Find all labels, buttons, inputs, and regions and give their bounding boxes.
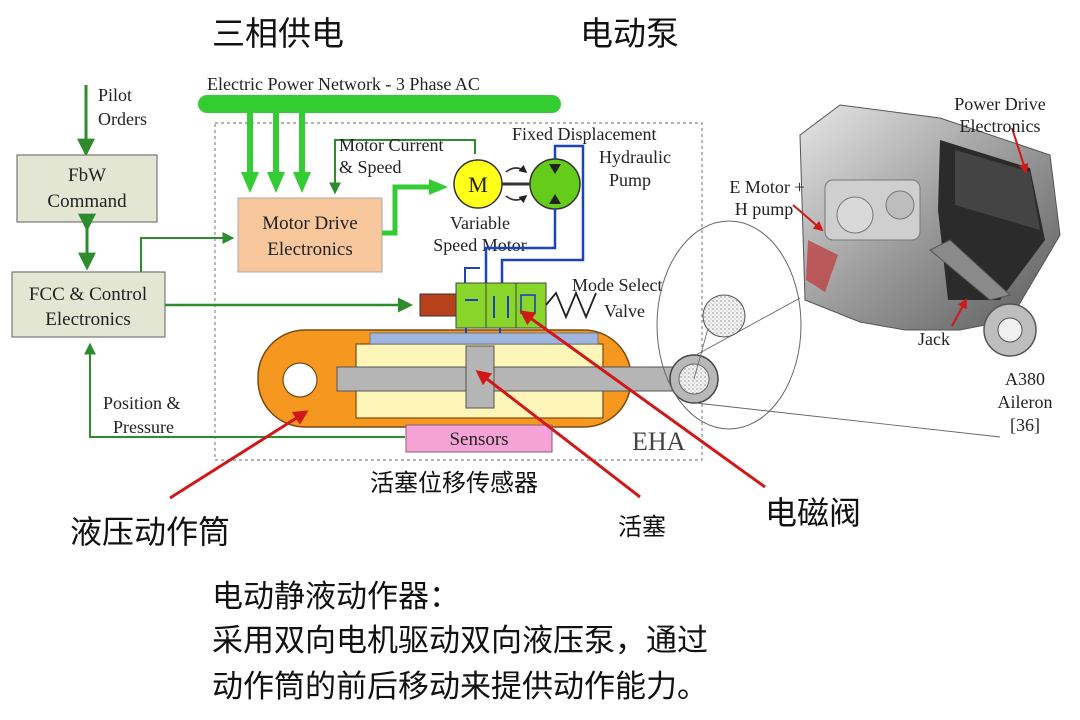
jack-pointer bbox=[951, 298, 967, 327]
sensors-label: Sensors bbox=[449, 429, 508, 450]
photo-caption-line2: Aileron bbox=[998, 392, 1053, 412]
drive-to-motor bbox=[382, 184, 430, 236]
mode-select-line2: Valve bbox=[604, 301, 645, 321]
piston-rod bbox=[336, 366, 684, 392]
photo-e-motor-line1: E Motor + bbox=[729, 177, 804, 197]
power-bus bbox=[198, 95, 561, 113]
photo-jack: Jack bbox=[918, 329, 950, 349]
e-motor-pointer bbox=[792, 204, 824, 232]
zoom-bearing bbox=[702, 294, 746, 338]
mode-select-valve bbox=[455, 282, 547, 329]
motor-symbol: M bbox=[468, 172, 488, 197]
sensors-box bbox=[405, 424, 553, 453]
photo-power-drive-line2: Electronics bbox=[960, 116, 1041, 136]
heading-electric-pump: 电动泵 bbox=[580, 14, 679, 53]
motor-current-feedback bbox=[329, 139, 476, 195]
motor-drive-line1: Motor Drive bbox=[262, 213, 358, 234]
photo-caption-line1: A380 bbox=[1005, 369, 1045, 389]
motor-current-line2: & Speed bbox=[339, 157, 402, 177]
heading-three-phase: 三相供电 bbox=[212, 14, 344, 53]
hydraulic-line-c bbox=[464, 267, 480, 283]
solenoid-label: 电磁阀 bbox=[765, 494, 861, 532]
piston-sensor-label: 活塞位移传感器 bbox=[370, 469, 538, 497]
pilot-orders-line2: Orders bbox=[98, 109, 147, 129]
eha-label: EHA bbox=[632, 427, 686, 456]
fbw-line1: FbW bbox=[68, 165, 106, 186]
pump-label-line3: Pump bbox=[609, 170, 651, 190]
motor-drive-box bbox=[237, 197, 383, 273]
eha-boundary bbox=[214, 122, 703, 461]
pump-triangle-top bbox=[549, 164, 561, 174]
cylinder-pointer bbox=[169, 410, 309, 500]
description-line2: 采用双向电机驱动双向液压泵，通过 bbox=[212, 623, 708, 659]
power-drive-pointer bbox=[1011, 127, 1029, 174]
piston-head bbox=[465, 345, 495, 409]
mode-select-line1: Mode Select bbox=[572, 275, 662, 295]
chamber-port-strip bbox=[369, 332, 599, 345]
photo-e-motor-line2: H pump bbox=[735, 199, 794, 219]
rotation-arrow-bottom bbox=[505, 195, 528, 204]
description-line1: 电动静液动作器： bbox=[212, 579, 460, 615]
power-feed-arrows bbox=[241, 113, 311, 193]
photo-caption-line3: [36] bbox=[1010, 415, 1040, 435]
pump-triangle-bottom bbox=[549, 194, 561, 204]
fbw-line2: Command bbox=[47, 191, 127, 212]
pump-label-line1: Fixed Displacement bbox=[512, 124, 656, 144]
piston-label: 活塞 bbox=[618, 513, 666, 541]
solenoid-actuator bbox=[419, 293, 457, 317]
description-line3: 动作筒的前后移动来提供动作能力。 bbox=[212, 669, 708, 705]
cylinder-eye bbox=[282, 362, 318, 398]
zoom-ellipse bbox=[656, 220, 802, 430]
power-bus-label: Electric Power Network - 3 Phase AC bbox=[207, 74, 480, 94]
hydraulic-line-a bbox=[500, 144, 585, 283]
fcc-line2: Electronics bbox=[45, 309, 130, 330]
pump-label-line2: Hydraulic bbox=[599, 147, 671, 167]
motor-label-line1: Variable bbox=[450, 213, 510, 233]
a380-eha-photo bbox=[799, 104, 1061, 357]
position-pressure-line2: Pressure bbox=[113, 417, 174, 437]
valve-spring bbox=[545, 290, 597, 320]
pilot-orders-line1: Pilot bbox=[98, 85, 132, 105]
hydraulic-line-b bbox=[484, 209, 557, 283]
position-pressure-line1: Position & bbox=[103, 393, 181, 413]
photo-power-drive-line1: Power Drive bbox=[954, 94, 1045, 114]
cylinder-label: 液压动作筒 bbox=[70, 513, 230, 551]
rotation-arrow-top bbox=[505, 164, 528, 173]
feedback-line bbox=[84, 342, 405, 438]
drive-to-motor-head bbox=[429, 179, 448, 195]
fcc-to-motor-drive bbox=[140, 232, 235, 272]
solenoid-pointer bbox=[519, 310, 766, 489]
piston-pointer bbox=[475, 370, 641, 499]
motor-drive-line2: Electronics bbox=[267, 239, 352, 260]
fcc-line1: FCC & Control bbox=[29, 284, 147, 305]
motor-label-line2: Speed Motor bbox=[433, 235, 527, 255]
motor-current-line1: Motor Current bbox=[339, 135, 443, 155]
